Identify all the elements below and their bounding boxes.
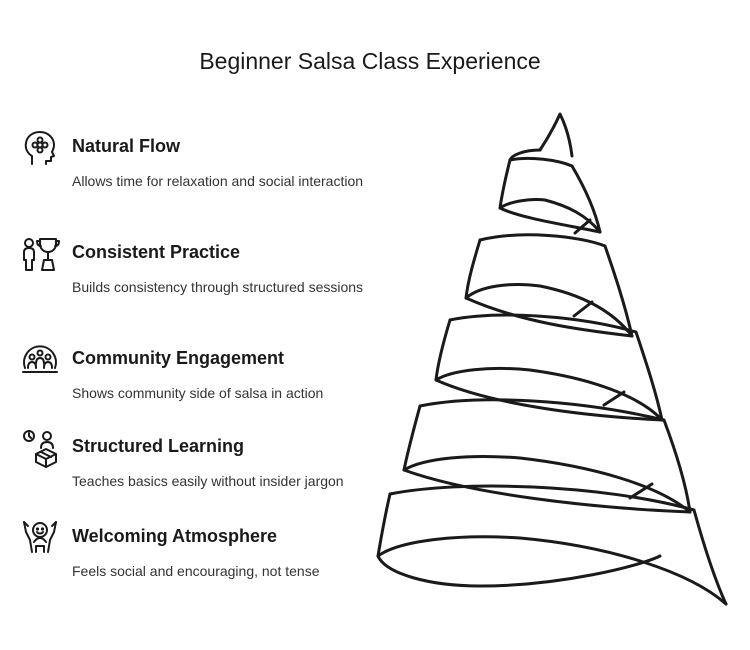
clock-box-person-icon bbox=[20, 428, 60, 468]
mind-flower-icon bbox=[20, 128, 60, 168]
item-description: Allows time for relaxation and social in… bbox=[72, 173, 364, 189]
page-title: Beginner Salsa Class Experience bbox=[199, 48, 541, 74]
item-heading: Welcoming Atmosphere bbox=[72, 526, 278, 546]
trophy-person-icon bbox=[20, 234, 60, 274]
item-heading: Community Engagement bbox=[72, 348, 285, 368]
spiral-cone-illustration bbox=[376, 112, 728, 606]
item-heading: Structured Learning bbox=[72, 436, 245, 456]
item-heading: Natural Flow bbox=[72, 136, 181, 156]
item-description: Feels social and encouraging, not tense bbox=[72, 563, 320, 579]
item-heading: Consistent Practice bbox=[72, 242, 241, 262]
item-description: Teaches basics easily without insider ja… bbox=[72, 473, 344, 489]
open-arms-person-icon bbox=[20, 518, 60, 558]
item-description: Builds consistency through structured se… bbox=[72, 279, 364, 295]
community-group-icon bbox=[20, 340, 60, 380]
item-description: Shows community side of salsa in action bbox=[72, 385, 324, 401]
